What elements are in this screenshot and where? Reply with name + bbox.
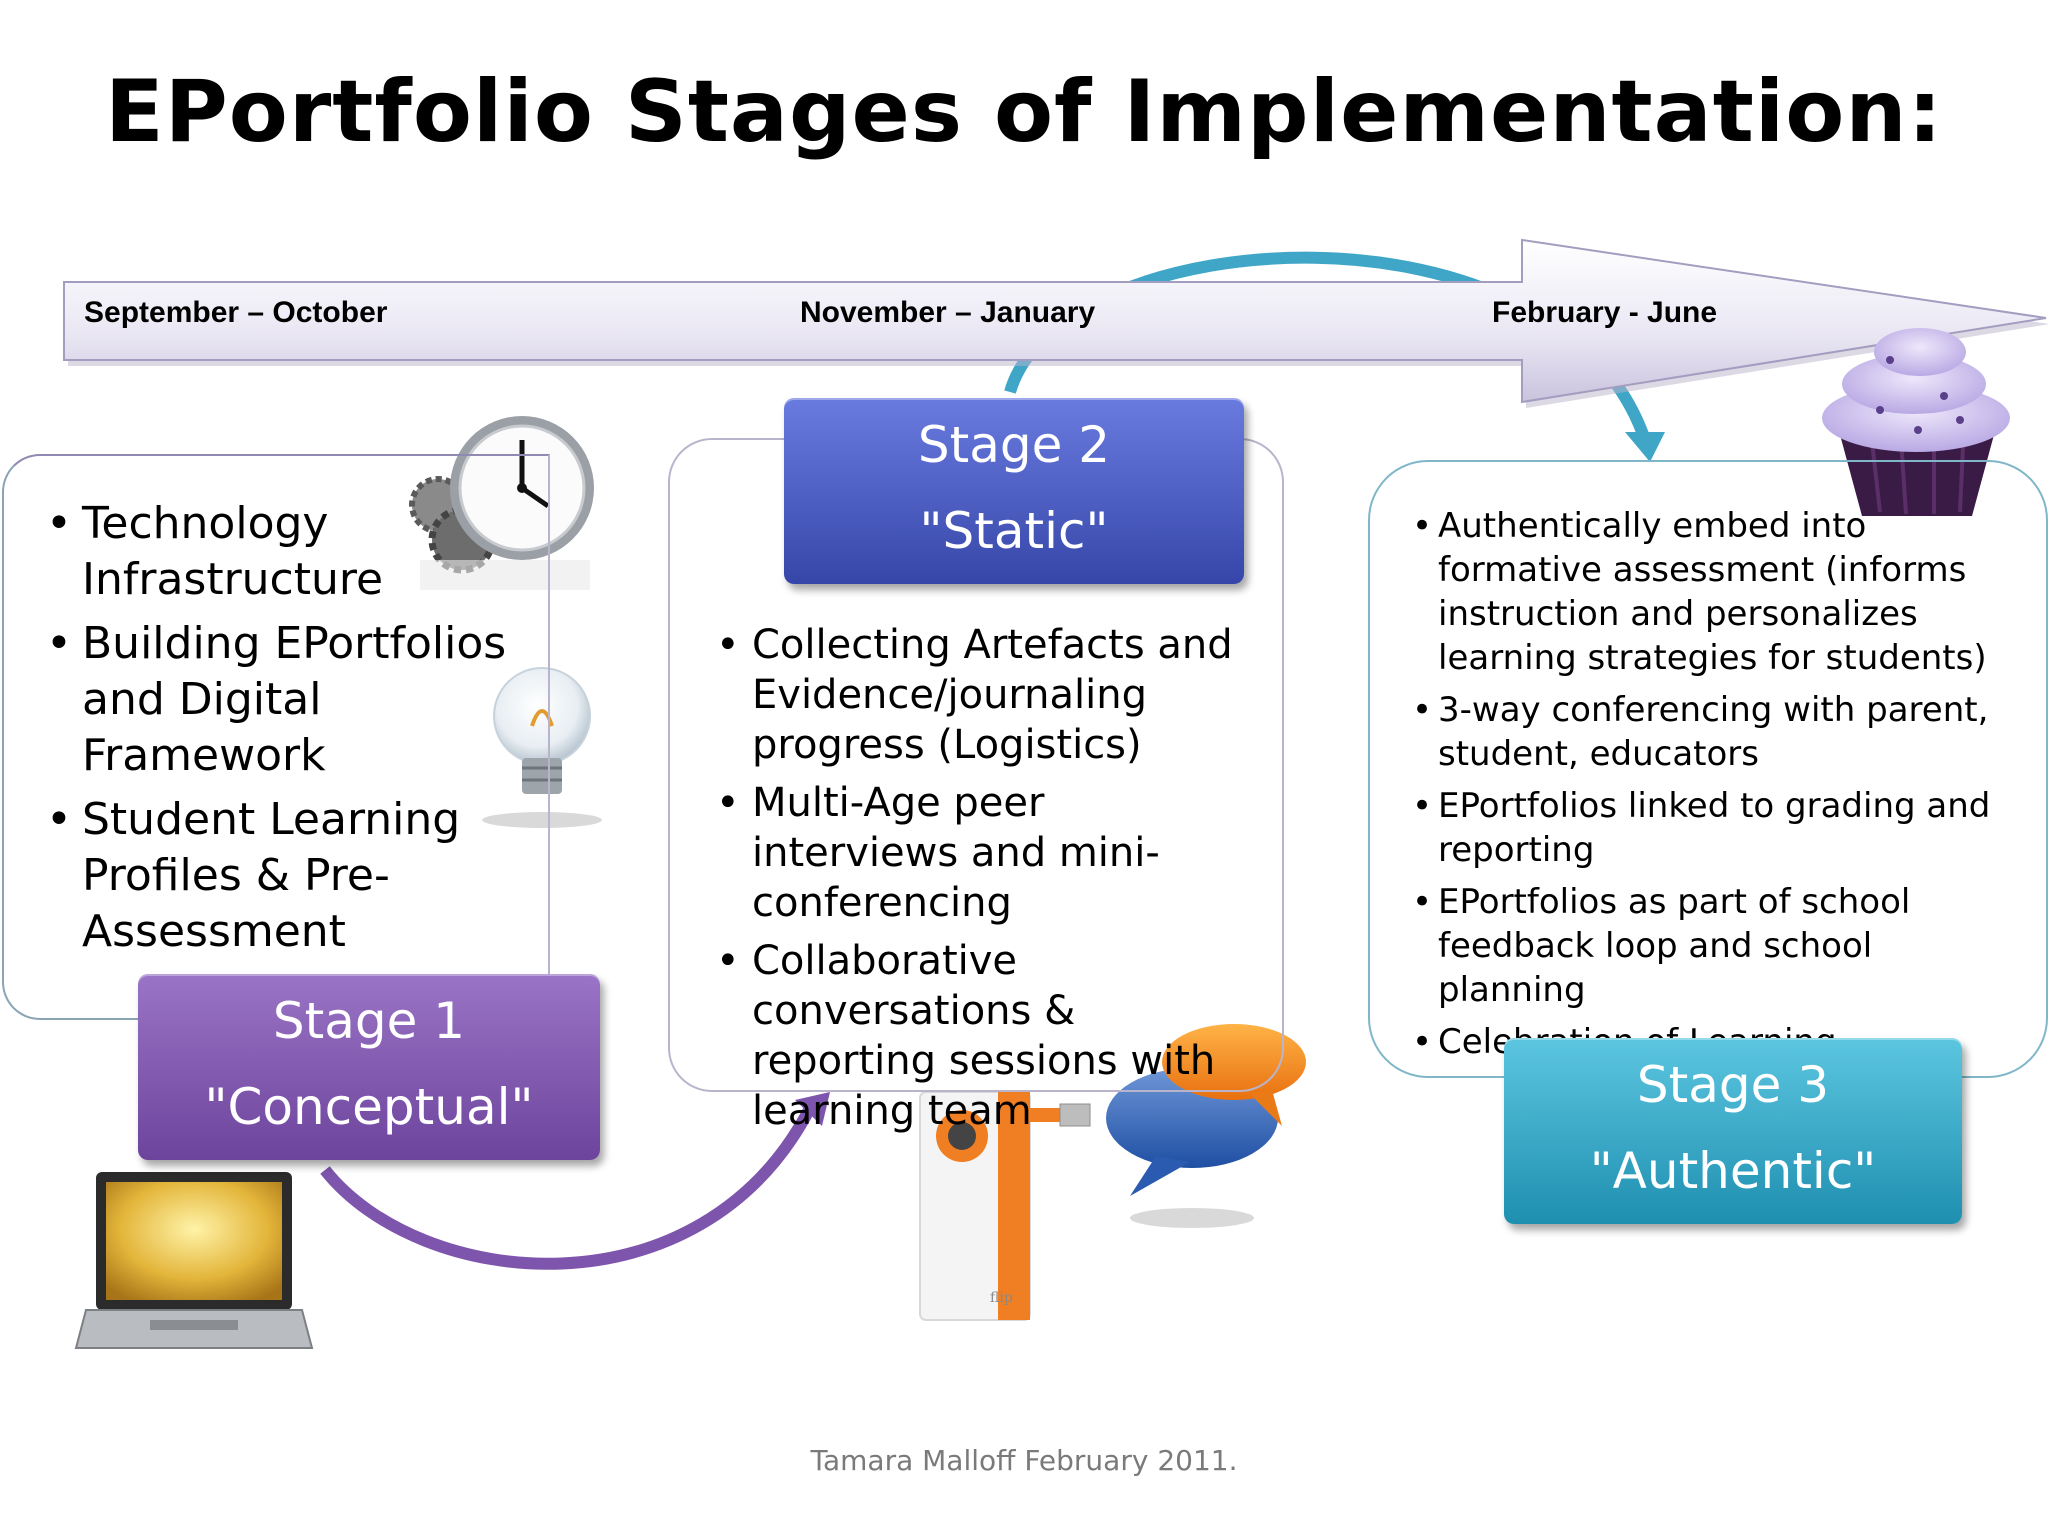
cupcake-icon [1822, 328, 2010, 516]
stage-3-item: EPortfolios linked to grading and report… [1410, 784, 2020, 872]
stage-1-box: Stage 1 "Conceptual" [138, 974, 600, 1160]
stage-1-item: Student Learning Profiles & Pre-Assessme… [44, 792, 514, 960]
stage-3-list: Authentically embed into formative asses… [1410, 504, 2020, 1064]
stage-3-item: Authentically embed into formative asses… [1410, 504, 2020, 680]
timeline-period-2: November – January [800, 296, 1096, 329]
stage-2-number: Stage 2 [917, 416, 1111, 474]
stage-2-item: Multi-Age peer interviews and mini-confe… [714, 778, 1254, 928]
timeline-arrow [63, 238, 2048, 408]
connector-arrowhead-2-3 [1625, 432, 1665, 462]
stage-1-number: Stage 1 [272, 992, 466, 1050]
stage-3-item: 3-way conferencing with parent, student,… [1410, 688, 2020, 776]
stage-1-item: Technology Infrastructure [44, 496, 514, 608]
stage-2-box: Stage 2 "Static" [784, 398, 1244, 584]
stage-3-number: Stage 3 [1636, 1056, 1830, 1114]
stage-1-name: "Conceptual" [204, 1078, 534, 1136]
stage-2-name: "Static" [919, 502, 1109, 560]
timeline-period-3: February - June [1492, 296, 1718, 329]
svg-text:flip: flip [990, 1290, 1013, 1306]
stage-2-list: Collecting Artefacts and Evidence/journa… [714, 620, 1254, 1136]
stage-3-item: EPortfolios as part of school feedback l… [1410, 880, 2020, 1012]
credit-footer: Tamara Malloff February 2011. [810, 1444, 1238, 1477]
stage-3-name: "Authentic" [1589, 1142, 1877, 1200]
stage-2-item: Collaborative conversations & reporting … [714, 936, 1254, 1136]
timeline-period-1: September – October [84, 296, 388, 329]
laptop-icon [74, 1172, 314, 1349]
stage-3-box: Stage 3 "Authentic" [1504, 1038, 1962, 1224]
connector-arrow-1-2 [320, 1105, 816, 1270]
stage-1-list: Technology Infrastructure Building EPort… [44, 496, 514, 960]
page-title: EPortfolio Stages of Implementation: [105, 62, 1943, 162]
stage-1-item: Building EPortfolios and Digital Framewo… [44, 616, 514, 784]
stage-2-item: Collecting Artefacts and Evidence/journa… [714, 620, 1254, 770]
